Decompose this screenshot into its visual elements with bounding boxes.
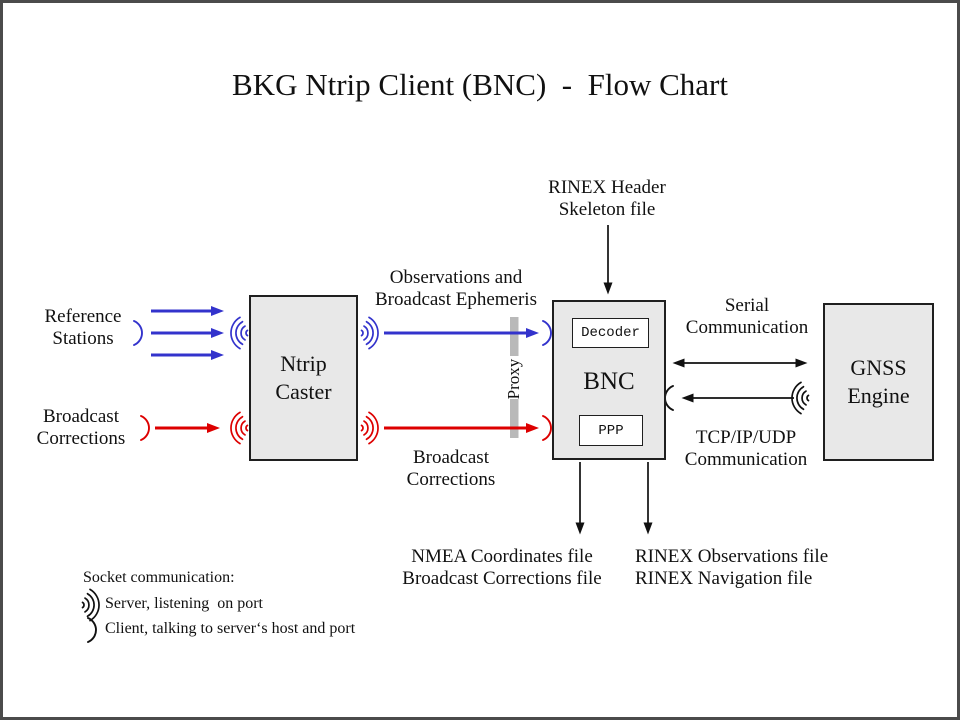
client-paren-icon-bnc-corr xyxy=(542,415,552,441)
server-waves-icon-caster-out-blue xyxy=(360,316,379,350)
server-waves-icon-caster-in-red xyxy=(230,411,249,445)
label-proxy: Proxy xyxy=(504,358,523,400)
client-paren-icon-bnc-tcp xyxy=(664,385,674,411)
page-title: BKG Ntrip Client (BNC) - Flow Chart xyxy=(232,67,728,102)
label-rinex-output: RINEX Observations file RINEX Navigation… xyxy=(635,546,829,589)
node-gnss-engine: GNSS Engine xyxy=(823,303,934,461)
label-nmea-output: NMEA Coordinates file Broadcast Correcti… xyxy=(402,546,602,589)
proxy-bar-top xyxy=(510,317,519,356)
node-ppp: PPP xyxy=(579,415,643,446)
ppp-label: PPP xyxy=(598,422,624,439)
client-paren-icon-bnc-obs xyxy=(542,320,552,346)
legend-server-waves-icon xyxy=(81,588,100,622)
proxy-bar-bottom xyxy=(510,399,519,438)
bnc-label: BNC xyxy=(583,368,635,395)
client-paren-icon-ref-stations xyxy=(133,320,143,346)
server-waves-icon-caster-out-red xyxy=(360,411,379,445)
decoder-label: Decoder xyxy=(581,325,640,341)
label-tcp-communication: TCP/IP/UDP Communication xyxy=(684,427,808,470)
client-paren-icon-broadcast xyxy=(140,415,150,441)
node-bnc: Decoder BNC PPP xyxy=(552,300,666,460)
node-decoder: Decoder xyxy=(572,318,649,348)
node-ntrip-caster: Ntrip Caster xyxy=(249,295,358,461)
legend-client-item: Client, talking to server‘s host and por… xyxy=(105,620,356,637)
label-broadcast-corrections-mid: Broadcast Corrections xyxy=(406,447,496,490)
diagram-connectors-layer xyxy=(81,225,810,643)
legend-server-item: Server, listening on port xyxy=(105,595,263,612)
legend-client-paren-icon xyxy=(87,617,97,643)
label-observations-ephemeris: Observations and Broadcast Ephemeris xyxy=(375,267,537,310)
label-serial-communication: Serial Communication xyxy=(685,295,809,338)
server-waves-icon-caster-in-blue xyxy=(230,316,249,350)
label-rinex-header-skeleton: RINEX Header Skeleton file xyxy=(548,177,666,220)
gnss-engine-label: GNSS Engine xyxy=(847,355,910,408)
label-reference-stations: Reference Stations xyxy=(44,306,122,349)
server-waves-icon-gnss xyxy=(791,381,810,415)
ntrip-caster-label: Ntrip Caster xyxy=(275,351,332,404)
label-broadcast-corrections-left: Broadcast Corrections xyxy=(36,406,126,449)
legend-heading: Socket communication: xyxy=(83,569,235,586)
